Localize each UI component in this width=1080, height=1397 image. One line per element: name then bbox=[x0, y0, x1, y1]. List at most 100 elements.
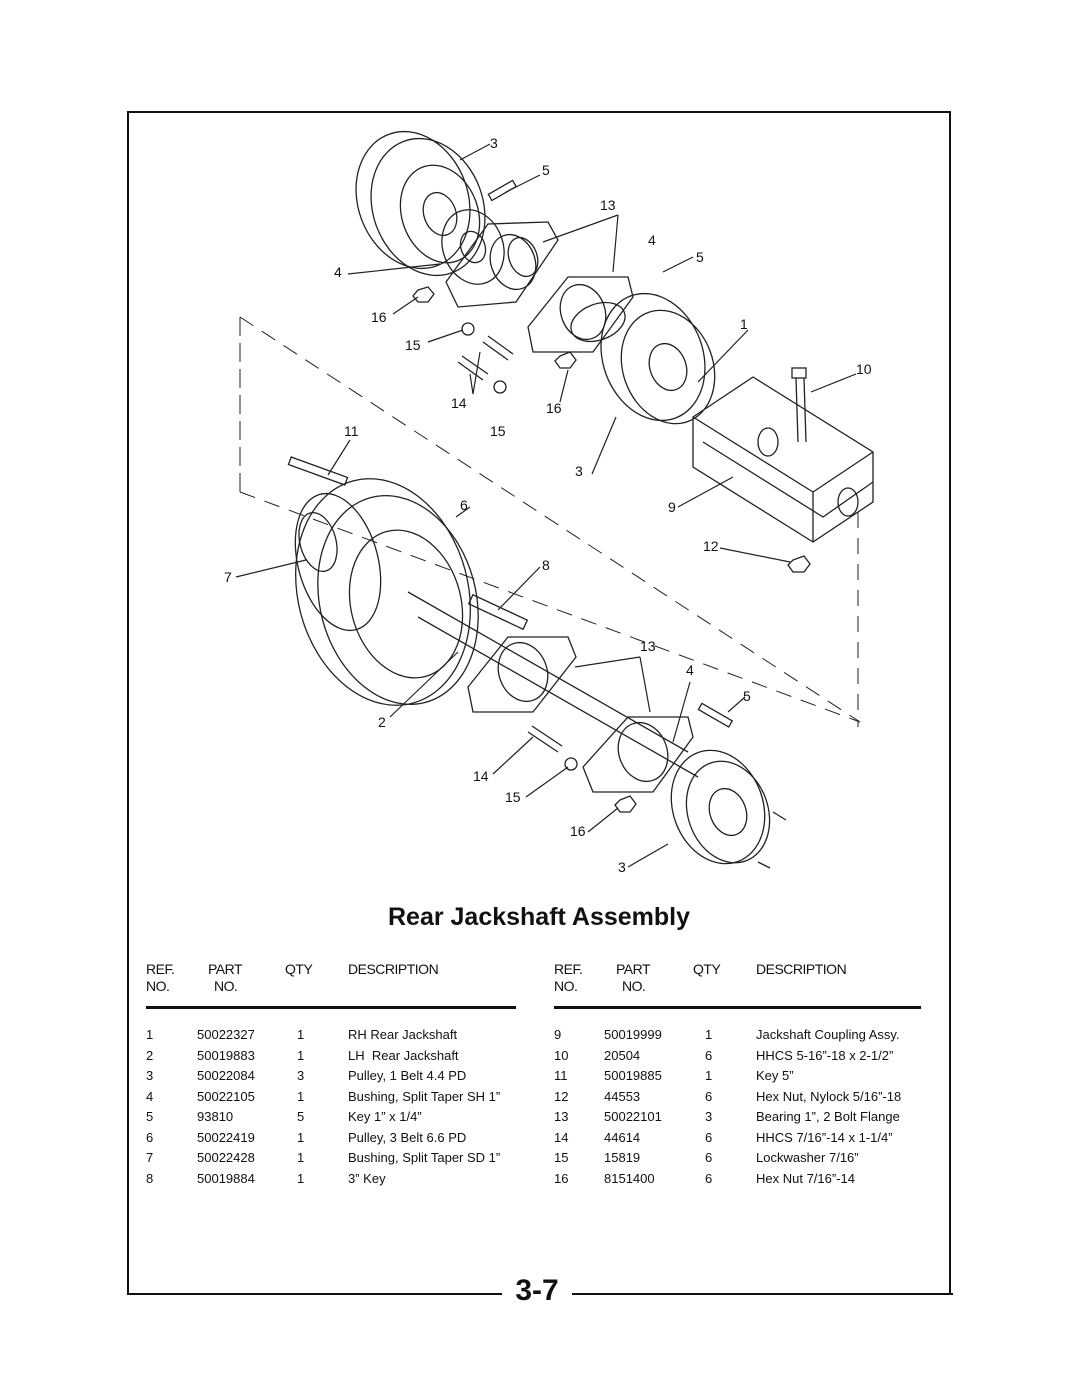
ref-cell: 7 bbox=[146, 1150, 154, 1165]
qty-cell: 1 bbox=[297, 1171, 305, 1186]
part-cell: 15819 bbox=[604, 1150, 641, 1165]
part-cell: 50022084 bbox=[197, 1068, 255, 1083]
part-cell: 50022428 bbox=[197, 1150, 255, 1165]
coupling-block bbox=[692, 376, 874, 543]
qty-cell: 1 bbox=[297, 1027, 305, 1042]
ref-cell: 13 bbox=[554, 1109, 569, 1124]
callout: 11 bbox=[344, 423, 359, 439]
callout: 8 bbox=[542, 557, 550, 573]
part-cell: 93810 bbox=[197, 1109, 234, 1124]
header-ref-right: REF.NO. bbox=[554, 961, 583, 994]
description-cell: Key 5” bbox=[756, 1068, 794, 1083]
qty-cell: 3 bbox=[297, 1068, 305, 1083]
part-cell: 50019885 bbox=[604, 1068, 662, 1083]
description-cell: Pulley, 3 Belt 6.6 PD bbox=[348, 1130, 467, 1145]
description-cell: Pulley, 1 Belt 4.4 PD bbox=[348, 1068, 467, 1083]
description-cell: Jackshaft Coupling Assy. bbox=[756, 1027, 900, 1042]
callout: 4 bbox=[334, 264, 342, 280]
description-cell: Hex Nut 7/16”-14 bbox=[756, 1171, 855, 1186]
part-cell: 50022105 bbox=[197, 1089, 255, 1104]
callout: 3 bbox=[490, 135, 498, 151]
description-cell: Key 1” x 1/4” bbox=[348, 1109, 422, 1124]
header-qty-left: QTY bbox=[285, 961, 313, 977]
part-cell: 50019883 bbox=[197, 1048, 255, 1063]
pulley-top bbox=[355, 130, 486, 277]
callout: 16 bbox=[570, 823, 586, 839]
callout: 5 bbox=[696, 249, 704, 265]
ref-cell: 16 bbox=[554, 1171, 569, 1186]
part-cell: 50022101 bbox=[604, 1109, 662, 1124]
callout: 15 bbox=[405, 337, 421, 353]
page-title: Rear Jackshaft Assembly bbox=[387, 903, 690, 931]
key-11 bbox=[287, 456, 349, 486]
footer-rule-right bbox=[572, 1293, 953, 1295]
callout: 12 bbox=[703, 538, 719, 554]
callout: 13 bbox=[600, 197, 616, 213]
qty-cell: 6 bbox=[705, 1130, 713, 1145]
qty-cell: 1 bbox=[297, 1048, 305, 1063]
part-cell: 50022419 bbox=[197, 1130, 255, 1145]
callout: 1 bbox=[740, 316, 748, 332]
ref-cell: 12 bbox=[554, 1089, 569, 1104]
part-cell: 50019999 bbox=[604, 1027, 662, 1042]
callout: 15 bbox=[505, 789, 521, 805]
description-cell: Bearing 1”, 2 Bolt Flange bbox=[756, 1109, 900, 1124]
callout: 13 bbox=[640, 638, 656, 654]
callout: 5 bbox=[542, 162, 550, 178]
header-ref-left: REF.NO. bbox=[146, 961, 175, 994]
key-top bbox=[487, 179, 518, 202]
ref-cell: 10 bbox=[554, 1048, 569, 1063]
leader-lines bbox=[235, 143, 857, 868]
header-description-left: DESCRIPTION bbox=[348, 961, 439, 977]
qty-cell: 1 bbox=[705, 1027, 713, 1042]
part-cell: 44553 bbox=[604, 1089, 641, 1104]
callout: 16 bbox=[546, 400, 562, 416]
pulley-lower bbox=[670, 749, 771, 865]
page-number: 3-7 bbox=[515, 1274, 559, 1307]
bearing-lower-1 bbox=[467, 636, 577, 713]
ref-cell: 11 bbox=[554, 1068, 568, 1083]
nut-12 bbox=[787, 555, 811, 573]
header-rule-left bbox=[146, 1006, 516, 1009]
qty-cell: 1 bbox=[705, 1068, 713, 1083]
header-rule-right bbox=[554, 1006, 921, 1009]
callout: 6 bbox=[460, 497, 468, 513]
bearing-lower-2 bbox=[582, 716, 694, 793]
hardware-upper bbox=[412, 286, 577, 394]
part-cell: 8151400 bbox=[604, 1171, 655, 1186]
callout: 9 bbox=[668, 499, 676, 515]
bolt-10 bbox=[791, 367, 807, 443]
header-description-right: DESCRIPTION bbox=[756, 961, 847, 977]
callout: 16 bbox=[371, 309, 387, 325]
ref-cell: 4 bbox=[146, 1089, 154, 1104]
part-cell: 50022327 bbox=[197, 1027, 255, 1042]
footer-rule-left bbox=[127, 1293, 502, 1295]
bearing-top bbox=[441, 209, 559, 308]
description-cell: LH Rear Jackshaft bbox=[348, 1048, 459, 1063]
qty-cell: 5 bbox=[297, 1109, 305, 1124]
description-cell: RH Rear Jackshaft bbox=[348, 1027, 458, 1042]
exploded-diagram: 3 5 13 4 5 4 16 1 15 10 14 16 11 15 3 6 … bbox=[224, 130, 874, 875]
ref-cell: 2 bbox=[146, 1048, 154, 1063]
description-cell: Lockwasher 7/16” bbox=[756, 1150, 859, 1165]
qty-cell: 6 bbox=[705, 1048, 713, 1063]
callout: 7 bbox=[224, 569, 232, 585]
callout: 4 bbox=[648, 232, 656, 248]
qty-cell: 1 bbox=[297, 1130, 305, 1145]
callout: 14 bbox=[451, 395, 467, 411]
callout: 3 bbox=[618, 859, 626, 875]
ref-cell: 5 bbox=[146, 1109, 154, 1124]
callout: 5 bbox=[743, 688, 751, 704]
header-qty-right: QTY bbox=[693, 961, 721, 977]
pulley-large bbox=[294, 478, 479, 706]
ref-cell: 9 bbox=[554, 1027, 562, 1042]
qty-cell: 3 bbox=[705, 1109, 713, 1124]
part-cell: 20504 bbox=[604, 1048, 641, 1063]
description-cell: HHCS 7/16”-14 x 1-1/4” bbox=[756, 1130, 893, 1145]
description-cell: Bushing, Split Taper SH 1” bbox=[348, 1089, 501, 1104]
ref-cell: 3 bbox=[146, 1068, 154, 1083]
part-cell: 50019884 bbox=[197, 1171, 255, 1186]
description-cell: Bushing, Split Taper SD 1” bbox=[348, 1150, 501, 1165]
